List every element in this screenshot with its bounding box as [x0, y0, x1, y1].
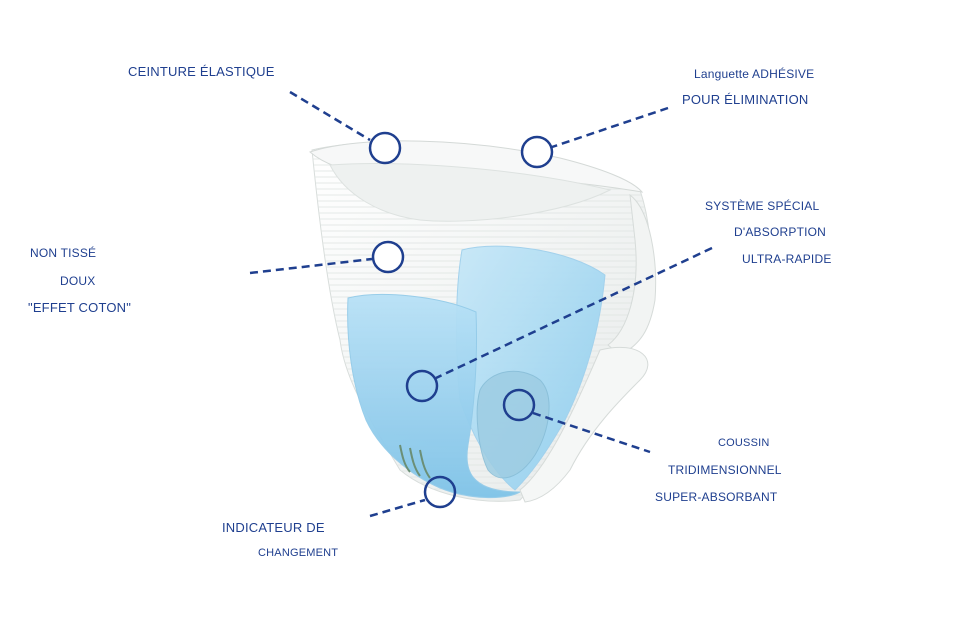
label-systeme-line3: ULTRA-RAPIDE — [742, 252, 832, 266]
label-languette-line2: POUR ÉLIMINATION — [682, 92, 809, 107]
waist-opening — [329, 163, 612, 222]
callout-line-indicateur — [369, 498, 426, 518]
label-non-tisse-line2: DOUX — [60, 274, 96, 288]
label-non-tisse-line3: "EFFET COTON" — [28, 300, 132, 315]
label-systeme-line1: SYSTÈME SPÉCIAL — [705, 199, 820, 213]
label-coussin-line3: SUPER-ABSORBANT — [655, 490, 778, 504]
label-indicateur-line1: INDICATEUR DE — [222, 520, 325, 535]
callout-marker-indicateur — [423, 475, 457, 509]
callout-line-languette — [551, 106, 669, 149]
callout-line-non-tisse — [249, 257, 373, 275]
label-non-tisse-line1: NON TISSÉ — [30, 246, 97, 260]
callout-line-systeme — [435, 246, 713, 380]
callout-marker-coussin — [502, 388, 536, 422]
leg-ruffle — [519, 346, 649, 503]
callout-marker-systeme — [405, 369, 439, 403]
callout-marker-languette — [520, 135, 554, 169]
callouts — [249, 90, 713, 518]
label-languette-line1: Languette ADHÉSIVE — [694, 67, 815, 81]
label-systeme-line2: D'ABSORPTION — [734, 225, 827, 239]
side-ruffle — [607, 193, 657, 356]
label-coussin-line1: COUSSIN — [718, 437, 770, 449]
callout-marker-non-tisse — [371, 240, 405, 274]
callout-line-ceinture — [289, 90, 371, 142]
product-illustration — [309, 140, 657, 503]
callout-line-coussin — [532, 411, 651, 454]
callout-marker-ceinture — [368, 131, 402, 165]
label-indicateur-line2: CHANGEMENT — [258, 547, 339, 559]
wetness-indicator — [399, 444, 431, 479]
label-ceinture-elastique: CEINTURE ÉLASTIQUE — [128, 64, 275, 79]
label-coussin-line2: TRIDIMENSIONNEL — [668, 463, 782, 477]
